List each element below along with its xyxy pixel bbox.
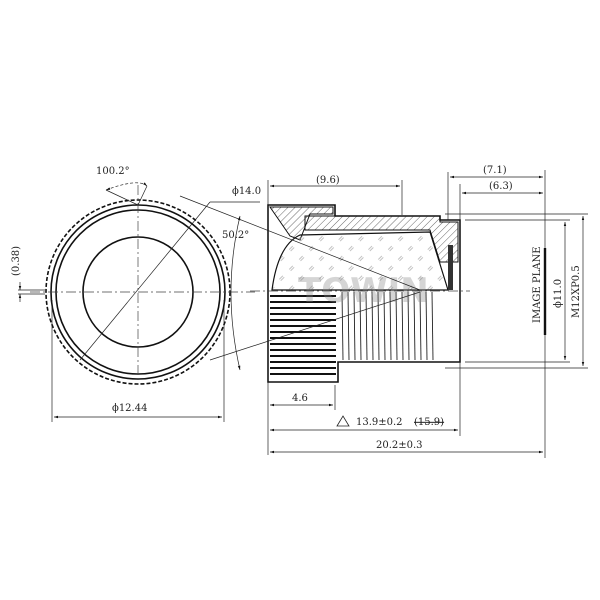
- diameter-outer-label: ϕ14.0: [232, 186, 261, 197]
- angle-top-arc: [105, 182, 148, 191]
- thread-ridge: [413, 291, 416, 361]
- image-plane-label: IMAGE PLANE: [532, 246, 543, 323]
- thread-ridge: [359, 291, 362, 361]
- field-angle-ray: [209, 291, 421, 361]
- image-diameter-label: ϕ11.0: [553, 279, 564, 308]
- thread-lines: [341, 291, 434, 361]
- thread-ridge: [371, 291, 374, 361]
- overall-length-label: 20.2±0.3: [376, 440, 423, 451]
- thread-ridge: [377, 291, 380, 361]
- thread-ridge: [431, 291, 434, 361]
- total-track-struck-label: (15.9): [414, 417, 444, 428]
- front-retainer-section: [269, 206, 334, 241]
- length-rear-1-label: (7.1): [483, 165, 507, 176]
- knurl-length-label: 4.6: [292, 393, 308, 404]
- diameter-leader-line: [79, 201, 211, 361]
- thread-ridge: [353, 291, 356, 361]
- thread-ridge: [419, 291, 422, 361]
- rear-spacer: [448, 245, 453, 290]
- knurl-lines: [270, 295, 336, 375]
- thread-ridge: [401, 291, 404, 361]
- gap-label: (0.38): [11, 246, 22, 276]
- thread-ridge: [395, 291, 398, 361]
- field-angle-ray: [179, 195, 421, 291]
- side-view: TOWIN 50.2° (9.6) (7.1) (6.3) IMAGE PLAN…: [179, 165, 588, 458]
- barrel-section: [304, 215, 459, 263]
- warning-triangle-icon: [336, 415, 350, 427]
- thread-ridge: [407, 291, 410, 361]
- angle-top-label: 100.2°: [96, 166, 130, 177]
- field-angle-label: 50.2°: [222, 230, 249, 241]
- front-view: ϕ14.0 100.2° (0.38) ϕ12.44: [11, 166, 261, 422]
- thread-label: M12XP0.5: [571, 265, 582, 318]
- total-track-label: 13.9±0.2: [356, 417, 403, 428]
- field-angle-arc: [230, 215, 241, 371]
- thread-ridge: [347, 291, 350, 361]
- thread-ridge: [341, 291, 344, 361]
- angle-top-leg: [105, 189, 139, 206]
- thread-ridge: [425, 291, 428, 361]
- length-front-label: (9.6): [316, 175, 340, 186]
- length-rear-2-label: (6.3): [489, 181, 513, 192]
- diameter-knurl-label: ϕ12.44: [112, 403, 147, 414]
- lens-element: [271, 231, 449, 291]
- watermark: TOWIN: [298, 271, 429, 311]
- thread-ridge: [389, 291, 392, 361]
- thread-ridge: [365, 291, 368, 361]
- angle-top-leg: [137, 185, 148, 206]
